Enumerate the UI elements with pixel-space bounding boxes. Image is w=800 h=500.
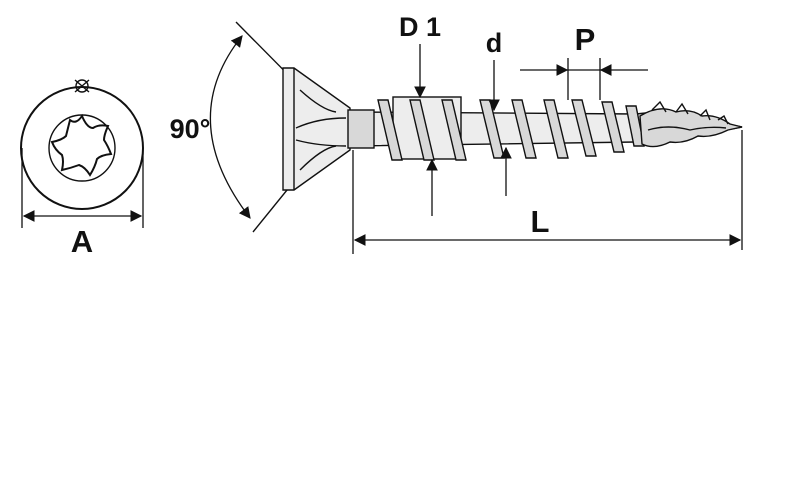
thread-flights bbox=[377, 99, 645, 161]
label-p: P bbox=[575, 22, 596, 57]
label-d: d bbox=[486, 28, 503, 58]
screw-head bbox=[282, 67, 351, 191]
head-top-view: A bbox=[20, 79, 144, 259]
screw-side-view: 90° D 1 bbox=[170, 12, 743, 254]
label-l: L bbox=[531, 204, 550, 239]
label-a: A bbox=[71, 224, 93, 259]
torx-star-icon bbox=[50, 113, 113, 177]
head-collar bbox=[347, 109, 375, 149]
label-angle: 90° bbox=[170, 114, 211, 144]
label-d1: D 1 bbox=[399, 12, 441, 42]
head-outer-circle bbox=[20, 86, 144, 210]
angle-arc bbox=[209, 35, 251, 219]
cross-mark-icon bbox=[74, 79, 90, 93]
